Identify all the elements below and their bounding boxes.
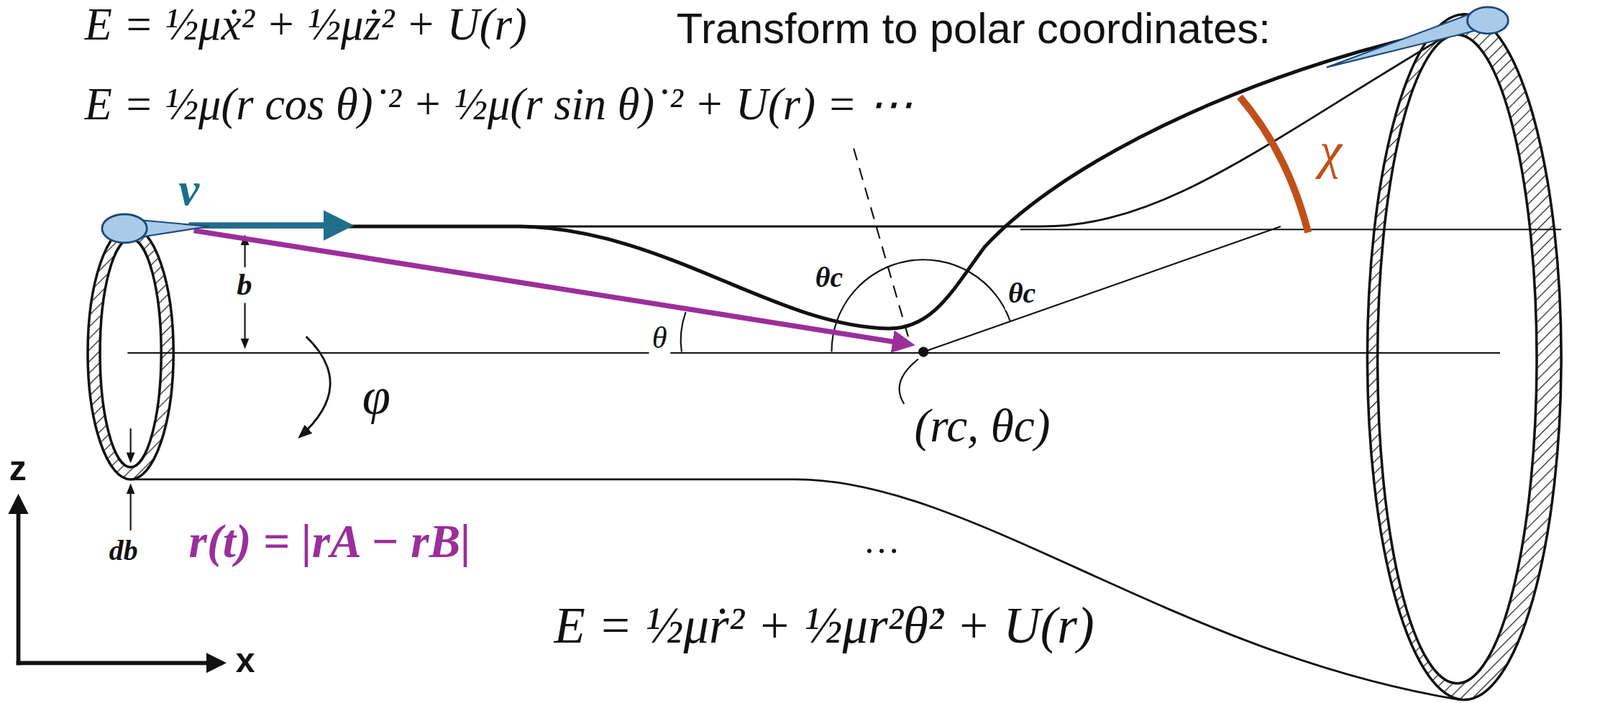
velocity-vector [189,222,343,229]
db-arrow-up [130,485,132,530]
scattering-angle-label: χ [1316,122,1346,182]
db-arrow-down [130,428,132,461]
chi-arc [1239,97,1309,233]
theta-arc [680,312,687,352]
angle-label: θ [648,320,670,356]
energy-equation: E = ½μẋ² + ½μż² + U(r) [81,0,530,52]
azimuth-label: φ [358,367,394,427]
impact-parameter-label: b [233,267,256,303]
energy-equation: E = ½μ(r cos θ)˙² + ½μ(r sin θ)˙² + U(r)… [81,79,917,132]
separation-vector [194,230,907,345]
axis-label: x [232,640,259,681]
scattering-center [918,346,929,357]
separation-label: r(t) = |rA − rB| [185,515,474,570]
tube-lower-edge [130,479,1460,701]
outgoing-particle [1467,7,1509,34]
impact-parameter-label: db [106,535,141,569]
particle-tail [1326,14,1476,68]
exit-ring [1367,14,1562,701]
instruction-text: Transform to polar coordinates: [673,4,1274,54]
angle-label: θc [1005,277,1040,311]
particle-tail [143,220,210,238]
z-axis [16,497,21,666]
x-axis [16,661,223,666]
trajectory [189,24,1475,329]
ellipsis: … [860,520,904,564]
energy-equation: E = ½μṙ² + ½μr²θ̇² + U(r) [550,596,1098,656]
axis-line [127,352,1501,354]
point-label: (rc, θc) [911,399,1054,454]
phi-arrow [299,336,331,437]
axis-label: z [6,448,31,489]
angle-label: θc [812,261,847,295]
outgoing-asymptote [923,226,1281,353]
incident-direction-line [1020,228,1562,231]
velocity-label: v [175,163,203,218]
symmetry-line [852,143,909,338]
center-leader [899,358,919,404]
incoming-particle [102,214,147,244]
